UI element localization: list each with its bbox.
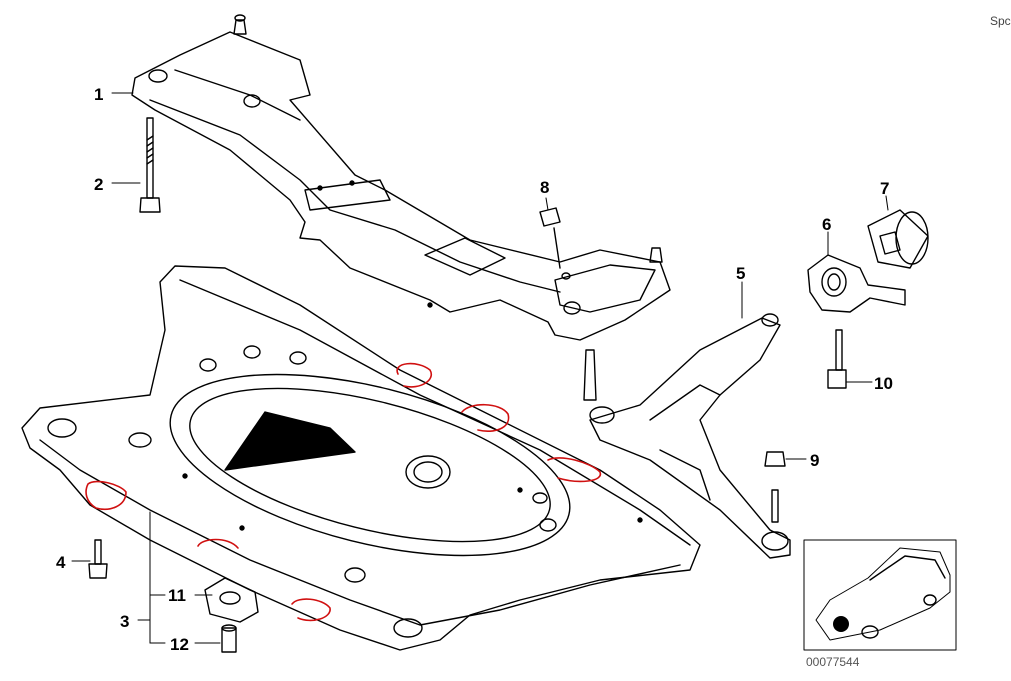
- nut-9: [764, 451, 786, 467]
- bolt-4: [88, 539, 108, 579]
- callout-9: 9: [810, 451, 819, 470]
- callout-numbers: 1 2 3 4 5 6 7 8 9 10 11 12: [56, 85, 893, 654]
- nut-8: [539, 207, 561, 269]
- corner-text: Spc: [990, 14, 1011, 28]
- callout-2: 2: [94, 175, 103, 194]
- front-axle-subframe: [131, 14, 671, 341]
- callout-7: 7: [880, 179, 889, 198]
- callout-4: 4: [56, 553, 66, 572]
- callout-3: 3: [120, 612, 129, 631]
- locator-dot: [833, 616, 849, 632]
- callout-11: 11: [168, 586, 186, 605]
- callout-8: 8: [540, 178, 549, 197]
- wishbone-5: [583, 313, 791, 559]
- reinforcement-plate-3: [21, 265, 701, 651]
- bolt-10: [827, 329, 847, 389]
- callout-1: 1: [94, 85, 103, 104]
- bolt-12: [221, 624, 237, 653]
- reference-code: 00077544: [806, 655, 860, 669]
- bolt-2: [139, 117, 161, 213]
- car-locator-inset: 00077544: [803, 539, 957, 669]
- callout-6: 6: [822, 215, 831, 234]
- red-markups: [85, 362, 601, 622]
- callout-12: 12: [170, 635, 189, 654]
- callout-5: 5: [736, 264, 745, 283]
- bushing-7: [867, 209, 929, 269]
- bracket-6: [807, 254, 906, 313]
- mount-11: [204, 577, 259, 623]
- callout-10: 10: [874, 374, 893, 393]
- leader-lines: [71, 92, 889, 644]
